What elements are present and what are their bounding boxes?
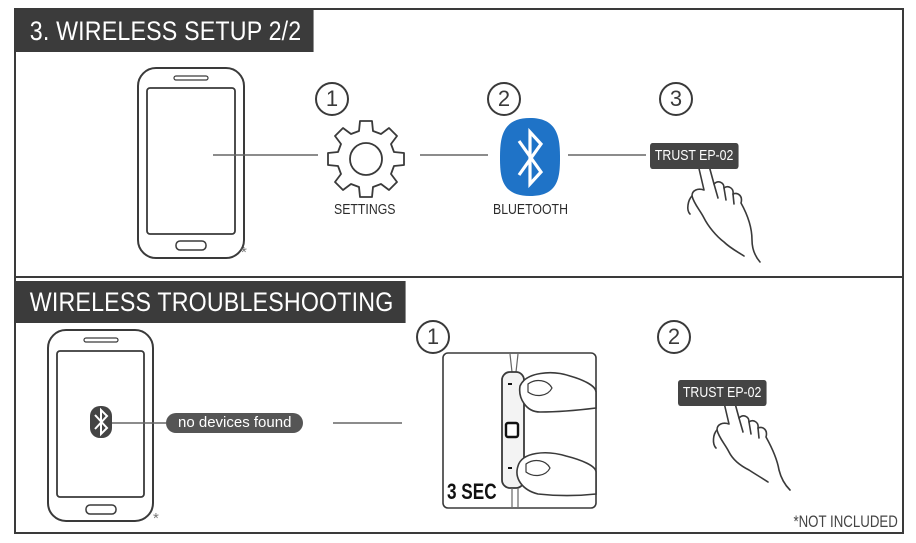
bluetooth-label: BLUETOOTH — [493, 201, 568, 218]
section-divider — [14, 276, 904, 278]
hold-time-label: 3 SEC — [447, 479, 497, 505]
smartphone-icon — [137, 67, 245, 259]
gear-icon — [327, 120, 405, 198]
asterisk-mark: * — [153, 510, 159, 527]
step-number-3: 3 — [659, 82, 693, 116]
step-number-1: 1 — [416, 320, 450, 354]
step-number-2: 2 — [487, 82, 521, 116]
step-number-2: 2 — [657, 320, 691, 354]
hand-pointer-icon — [687, 154, 761, 263]
asterisk-mark: * — [241, 244, 247, 261]
bluetooth-icon — [90, 406, 112, 438]
outer-frame — [14, 8, 904, 534]
device-name-chip: TRUST EP-02 — [650, 143, 739, 169]
section2-title: WIRELESS TROUBLESHOOTING — [16, 281, 406, 323]
device-name-chip: TRUST EP-02 — [678, 380, 767, 406]
step-number-1: 1 — [315, 82, 349, 116]
remote-control-icon — [442, 352, 597, 509]
section1-title: 3. WIRELESS SETUP 2/2 — [16, 10, 314, 52]
status-pill: no devices found — [166, 413, 304, 433]
bluetooth-icon — [500, 118, 560, 196]
footnote: *NOT INCLUDED — [793, 512, 898, 531]
settings-label: SETTINGS — [334, 201, 396, 218]
